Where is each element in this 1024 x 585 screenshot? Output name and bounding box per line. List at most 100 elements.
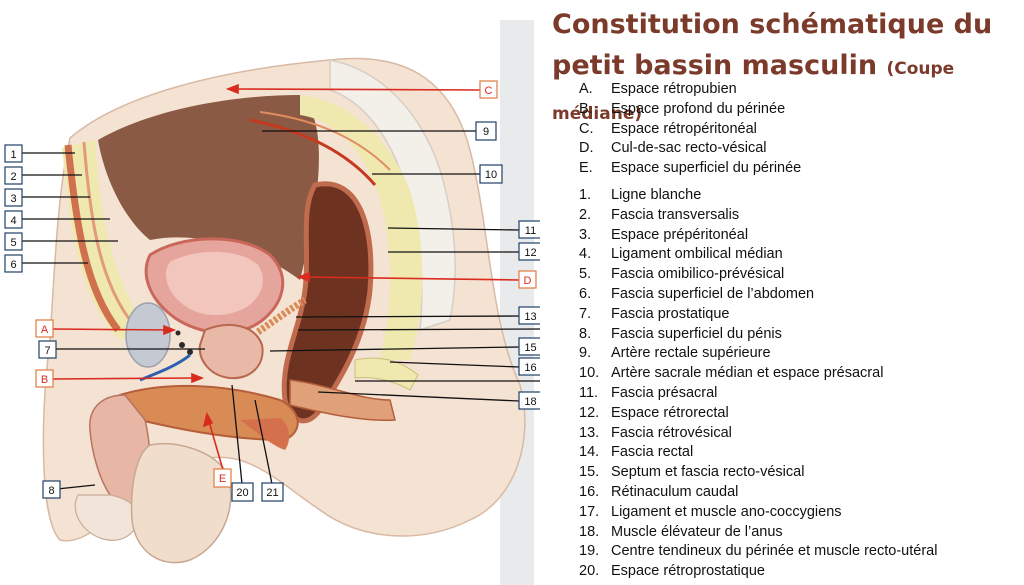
legend-text: Fascia transversalis bbox=[611, 206, 740, 223]
tag-D: D bbox=[524, 275, 532, 287]
number-tags bbox=[4, 121, 540, 502]
legend-text: Espace profond du périnée bbox=[611, 100, 786, 117]
spine-band bbox=[500, 20, 534, 585]
scrotum bbox=[130, 443, 232, 564]
legend-number-item: 8. Fascia superficiel du pénis bbox=[579, 325, 937, 345]
legend-key: 15. bbox=[579, 464, 600, 481]
letter-leader-lines bbox=[51, 83, 520, 471]
legend-number-item: 14. Fascia rectal bbox=[579, 443, 937, 463]
legend-number-item: 19. Centre tendineux du périnée et muscle… bbox=[579, 542, 937, 562]
tag-16: 16 bbox=[524, 362, 536, 374]
legend-text: Muscle élévateur de l’anus bbox=[611, 523, 783, 540]
abdominal-wall-fascia bbox=[62, 140, 150, 340]
legend-text: Cul-de-sac recto-vésical bbox=[611, 140, 767, 157]
tag-C: C bbox=[485, 85, 493, 97]
superior-rectal-artery bbox=[249, 118, 377, 186]
legend-text: Espace rétropubien bbox=[611, 81, 737, 97]
legend-letter-item: A. Espace rétropubien bbox=[579, 80, 801, 100]
legend-key: 1. bbox=[579, 187, 592, 203]
tag-A: A bbox=[41, 324, 49, 336]
title-subtitle: (Coupe médiane) bbox=[552, 59, 955, 124]
retropubic-dot bbox=[179, 342, 185, 348]
sacral-artery bbox=[259, 111, 391, 171]
tag-18: 18 bbox=[524, 396, 536, 408]
number-leader-lines bbox=[21, 130, 540, 490]
legend-key: A. bbox=[579, 81, 593, 97]
legend-key: 6. bbox=[579, 285, 592, 302]
legend-text: Ligne blanche bbox=[611, 187, 702, 203]
legend-number-item: 10.Artère sacrale médian et espace présa… bbox=[579, 364, 937, 384]
legend-number-item: 9.Artère rectale supérieure bbox=[579, 344, 937, 364]
legend-text: Ligament ombilical médian bbox=[611, 246, 783, 263]
legend-key: 14. bbox=[579, 444, 600, 461]
legend-text: Septum et fascia recto-vésical bbox=[611, 464, 805, 481]
tag-B: B bbox=[41, 374, 48, 386]
abdominal-wall-muscle bbox=[64, 144, 121, 333]
levator-ani bbox=[289, 379, 396, 422]
legend-text: Ligament et muscle ano-coccygiens bbox=[611, 503, 842, 520]
legend-text: Fascia rétrovésical bbox=[611, 424, 732, 441]
legend-key: 4. bbox=[579, 246, 592, 263]
tag-9: 9 bbox=[483, 126, 489, 138]
tag-13: 13 bbox=[524, 311, 536, 323]
tag-21: 21 bbox=[266, 487, 278, 499]
legend-key: 20. bbox=[579, 563, 600, 580]
legend-text: Espace rétropéritonéal bbox=[611, 120, 757, 137]
tag-1: 1 bbox=[10, 149, 16, 161]
seminal-vesicle bbox=[255, 297, 307, 335]
legend-letter-item: E.Espace superficiel du périnée bbox=[579, 159, 801, 179]
legend-number-item: 17.Ligament et muscle ano-coccygiens bbox=[579, 503, 937, 523]
legend-text: Fascia omibilico-prévésical bbox=[611, 266, 785, 283]
anococcygeal-ligament bbox=[354, 357, 419, 391]
legend-text: Espace superficiel du périnée bbox=[611, 160, 802, 177]
legend-key: B. bbox=[579, 100, 593, 117]
legend-key: 16. bbox=[579, 483, 600, 500]
legend-key: 18. bbox=[579, 523, 600, 540]
legend-key: 19. bbox=[579, 543, 600, 560]
legend-text: Centre tendineux du périnée et muscle re… bbox=[611, 543, 938, 560]
tag-2: 2 bbox=[10, 171, 16, 183]
tag-6: 6 bbox=[10, 259, 16, 271]
sacrum bbox=[329, 59, 456, 332]
legend-key: 12. bbox=[579, 404, 600, 421]
letter-tags bbox=[35, 80, 537, 488]
legend-number-item: 16.Rétinaculum caudal bbox=[579, 483, 937, 503]
legend-number-item: 7. Fascia prostatique bbox=[579, 305, 937, 325]
tag-4: 4 bbox=[10, 215, 16, 227]
legend-number-item: 4. Ligament ombilical médian bbox=[579, 245, 937, 265]
legend-key: D. bbox=[579, 140, 594, 157]
legend-number-item: 18. Muscle élévateur de l’anus bbox=[579, 523, 937, 543]
retropubic-dot bbox=[187, 349, 193, 355]
legend-key: 2. bbox=[579, 206, 592, 223]
tag-10: 10 bbox=[485, 169, 497, 181]
tag-7: 7 bbox=[44, 345, 50, 357]
legend-key: 8. bbox=[579, 325, 592, 342]
legend-numbers: 1.Ligne blanche 2.Fascia transversalis 3… bbox=[579, 186, 937, 582]
bladder-lumen bbox=[165, 251, 263, 316]
title-main: Constitution schématique du petit bassin… bbox=[552, 9, 993, 81]
abdominal-wall-line bbox=[82, 141, 132, 321]
tag-15: 15 bbox=[524, 342, 536, 354]
legend-number-item: 6. Fascia superficiel de l’abdomen bbox=[579, 285, 937, 305]
legend-number-item: 5.Fascia omibilico-prévésical bbox=[579, 265, 937, 285]
tag-3: 3 bbox=[10, 193, 16, 205]
legend-number-item: 11.Fascia présacral bbox=[579, 384, 937, 404]
legend-key: 7. bbox=[579, 305, 592, 322]
legend-text: Fascia présacral bbox=[611, 384, 718, 401]
page-title: Constitution schématique du petit bassin… bbox=[552, 4, 1022, 135]
perineal-body bbox=[240, 418, 290, 450]
tag-E: E bbox=[219, 473, 226, 485]
legend-text: Fascia rectal bbox=[611, 444, 694, 461]
legend-number-item: 20.Espace rétroprostatique bbox=[579, 562, 937, 582]
legend-number-item: 12.Espace rétrorectal bbox=[579, 404, 937, 424]
legend-number-item: 15. Septum et fascia recto-vésical bbox=[579, 463, 937, 483]
legend-text: Fascia prostatique bbox=[611, 305, 730, 322]
tag-20: 20 bbox=[236, 487, 248, 499]
legend-number-item: 1. Ligne blanche bbox=[579, 186, 937, 206]
legend-text: Artère rectale supérieure bbox=[611, 345, 771, 362]
legend-number-item: 13.Fascia rétrovésical bbox=[579, 424, 937, 444]
legend-text: Fascia superficiel du pénis bbox=[611, 325, 782, 342]
tag-11: 11 bbox=[525, 225, 536, 237]
legend-text: Fascia superficiel de l’abdomen bbox=[611, 285, 815, 302]
legend-key: C. bbox=[579, 120, 594, 137]
